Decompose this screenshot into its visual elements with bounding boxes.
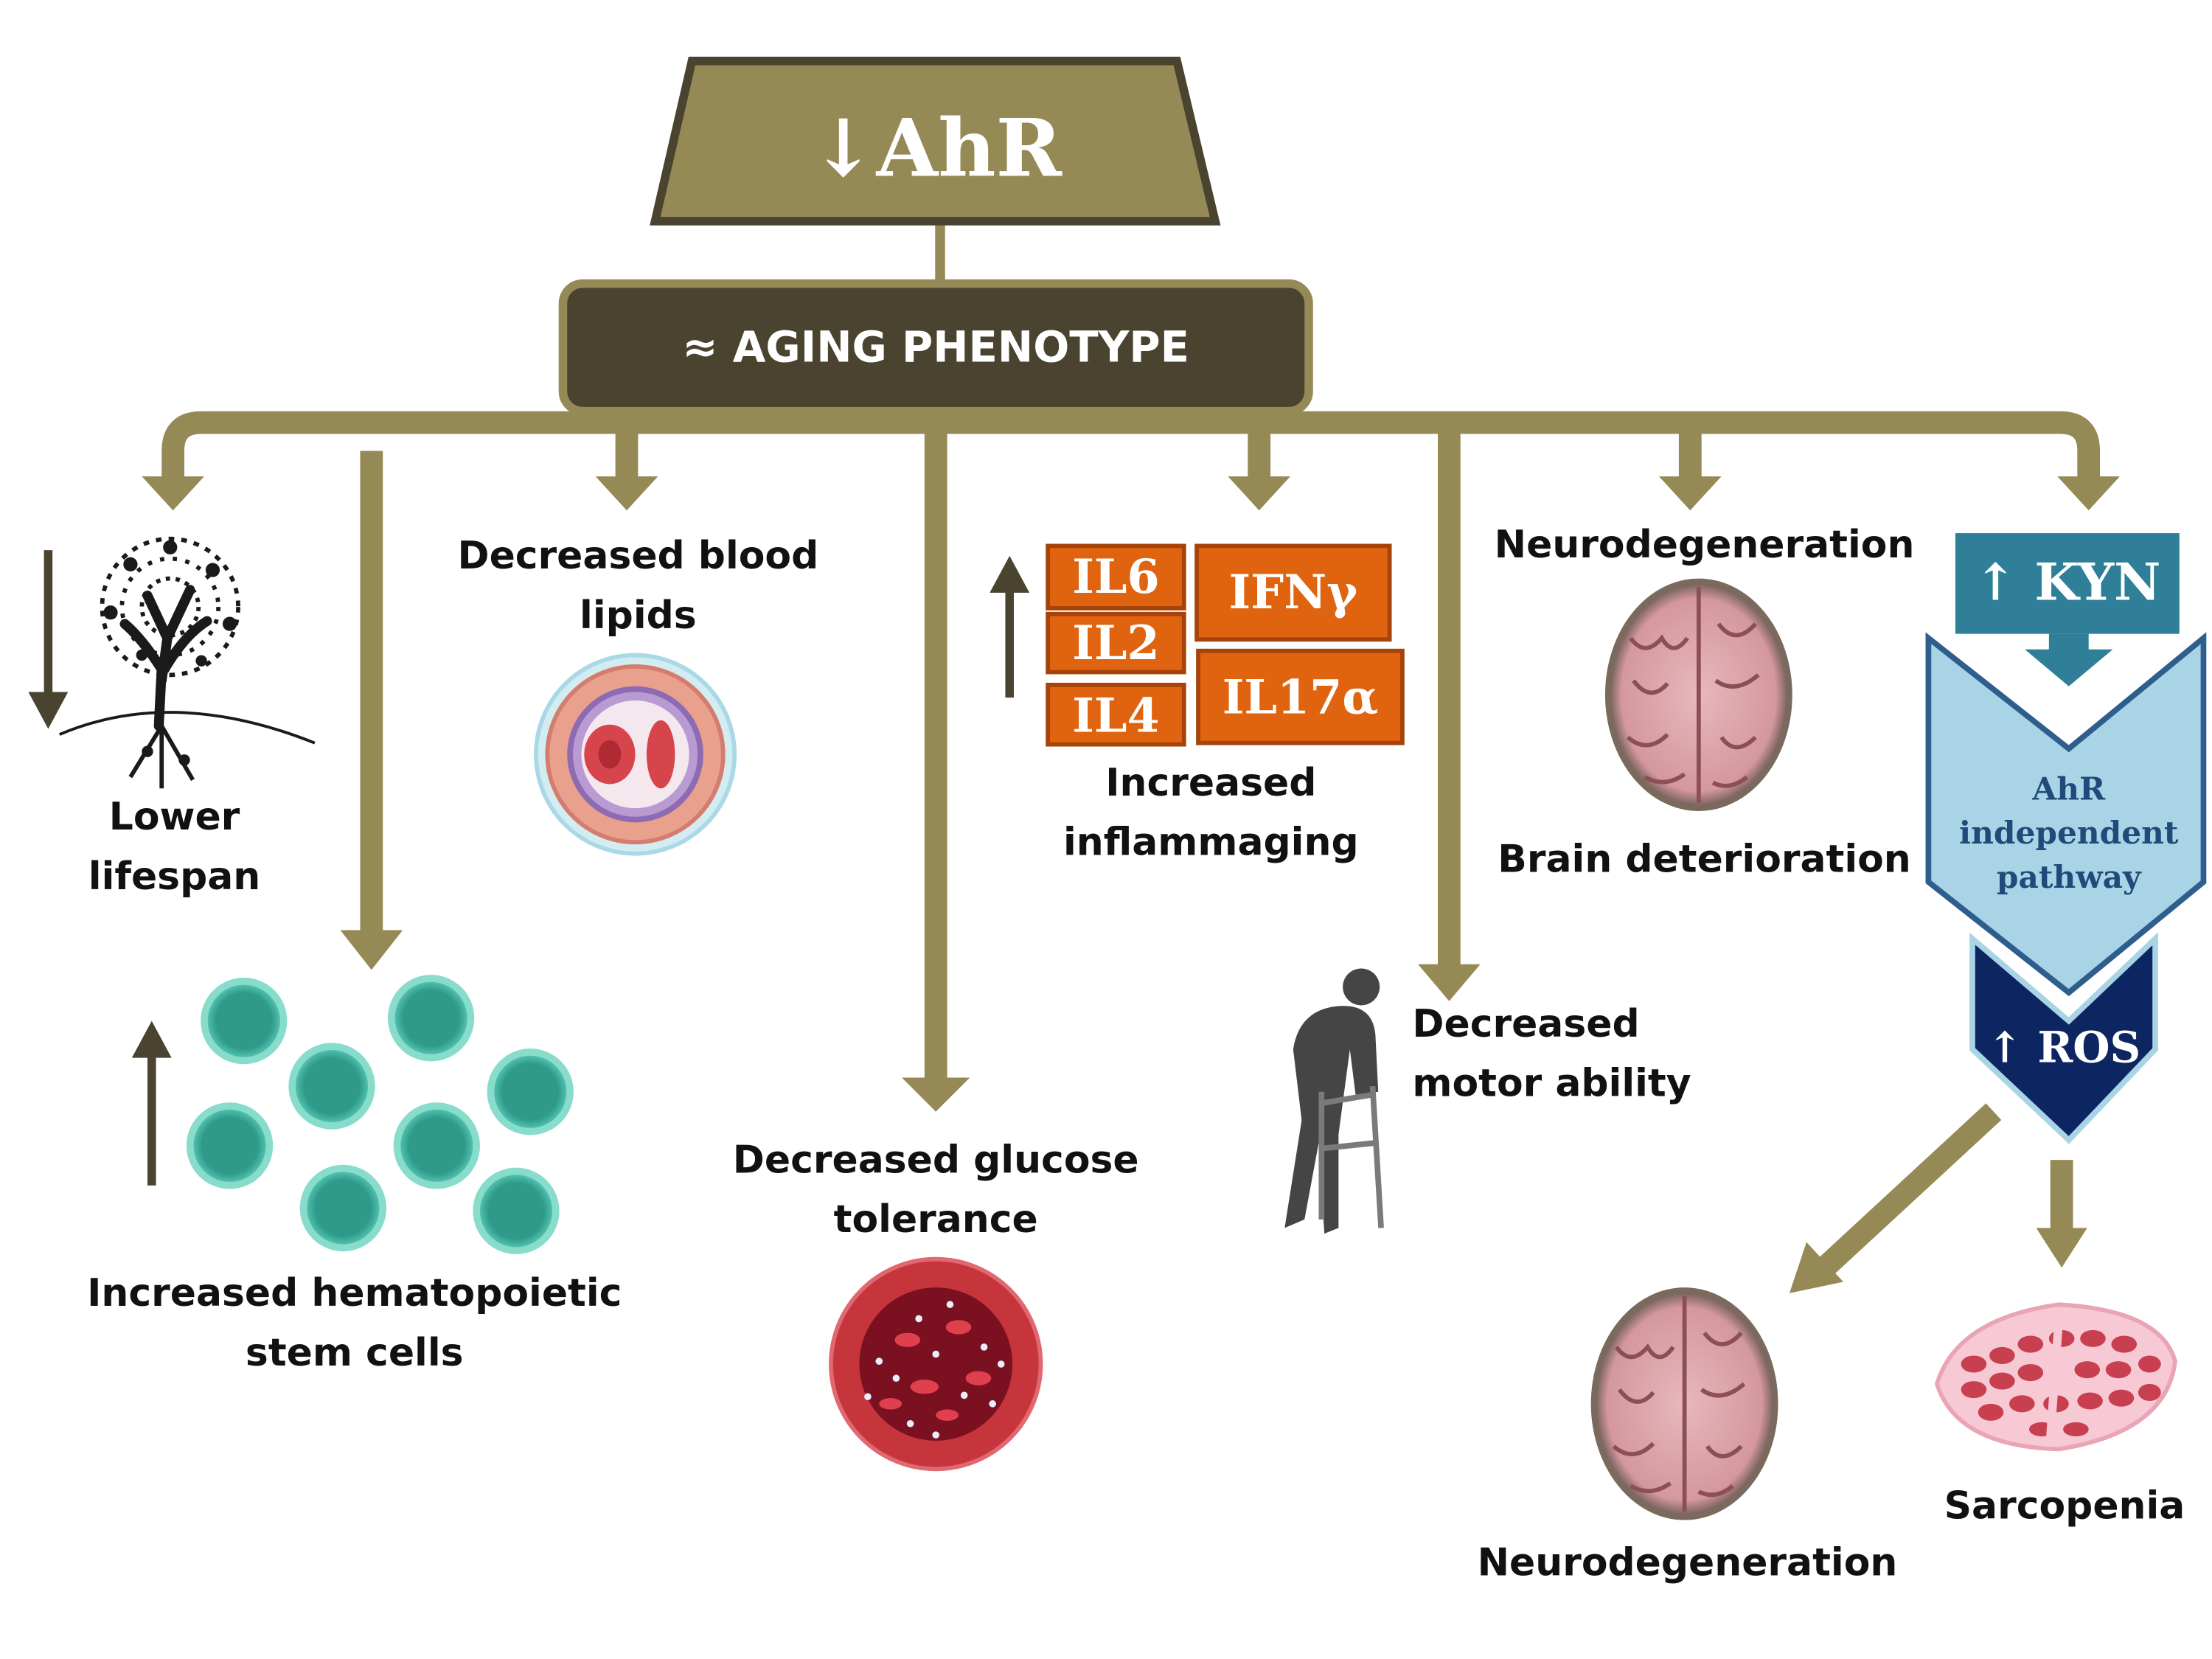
cytokine-il17a: IL17α: [1222, 669, 1379, 725]
phenotype-box: [558, 279, 1313, 416]
muscle-icon: [1934, 1302, 2177, 1452]
independent-pathway-label: AhR independent pathway: [1959, 771, 2179, 897]
aging-phenotype-label: ≈ AGING PHENOTYPE: [682, 323, 1190, 373]
brain-icon-bottom: [1590, 1287, 1778, 1520]
cytokine-il4: IL4: [1072, 687, 1160, 743]
kyn-box: [1955, 533, 2180, 634]
connector-lines: [161, 215, 2101, 1275]
kyn-arrow: [2025, 633, 2113, 686]
glucose-tolerance-label: Decreased glucose tolerance: [732, 1138, 1139, 1242]
inflammaging-label: Increased inflammaging: [1062, 761, 1359, 866]
ros-label: ↑ ROS: [1986, 1023, 2141, 1074]
kyn-label: ↑ KYN: [1974, 553, 2161, 613]
trend-arrows: [28, 550, 1030, 1186]
cytokine-il2: IL2: [1072, 615, 1160, 671]
brain-icon-top: [1604, 578, 1792, 812]
brain-deterioration-label: Brain deterioration: [1498, 838, 1911, 883]
neurodegeneration-bottom-label: Neurodegeneration: [1477, 1541, 1898, 1585]
lower-lifespan-label: Lower lifespan: [88, 795, 261, 900]
ros-chevron: [1969, 932, 2158, 1144]
motor-ability-label: Decreased motor ability: [1412, 1002, 1691, 1106]
arrowheads: [142, 476, 2120, 1293]
glucose-vessel-icon: [829, 1256, 1043, 1472]
ahr-title: ↓AhR: [810, 102, 1062, 196]
cytokine-il6: IL6: [1072, 549, 1160, 605]
hsc-label: Increased hematopoietic stem cells: [87, 1272, 622, 1376]
elderly-walker-icon: [1284, 968, 1384, 1234]
blood-vessel-icon: [534, 653, 737, 856]
independent-pathway-chevron: [1925, 632, 2207, 997]
stem-cells-icon: [186, 975, 574, 1254]
ahr-trapezoid: [650, 56, 1221, 226]
cytokine-ifng: IFNγ: [1228, 564, 1358, 620]
cytokine-boxes: [1046, 543, 1405, 747]
tree-icon: [59, 536, 316, 789]
blood-lipids-label: Decreased blood lipids: [457, 535, 819, 639]
sarcopenia-label: Sarcopenia: [1944, 1484, 2185, 1529]
neurodegeneration-top-label: Neurodegeneration: [1494, 523, 1915, 568]
